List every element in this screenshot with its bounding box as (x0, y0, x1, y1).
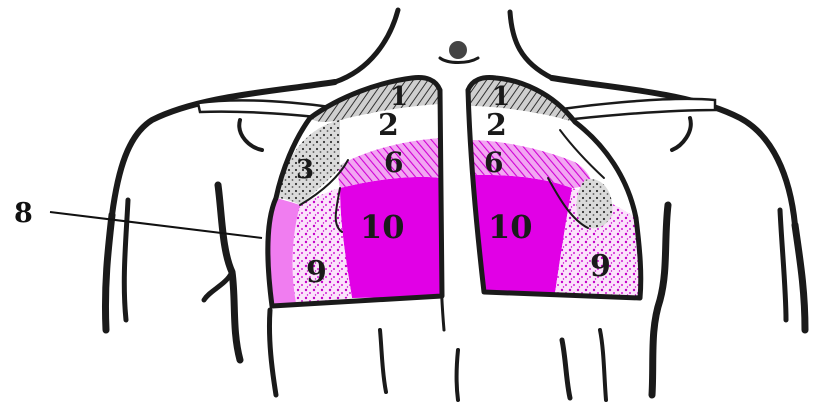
callout-label-8: 8 (14, 198, 33, 229)
left-label-10: 10 (360, 208, 405, 246)
right-label-2: 2 (486, 108, 507, 143)
left-label-9: 9 (306, 255, 327, 290)
right-lateral-patch (577, 179, 613, 228)
torso-outline (105, 10, 805, 400)
right-label-6: 6 (484, 146, 503, 179)
right-label-10: 10 (488, 208, 533, 246)
right-label-9: 9 (590, 249, 611, 284)
clavicles (198, 99, 715, 150)
left-label-3: 3 (296, 155, 314, 185)
left-label-6: 6 (384, 146, 403, 179)
callout-leader-line (50, 212, 262, 238)
left-label-2: 2 (378, 108, 399, 143)
